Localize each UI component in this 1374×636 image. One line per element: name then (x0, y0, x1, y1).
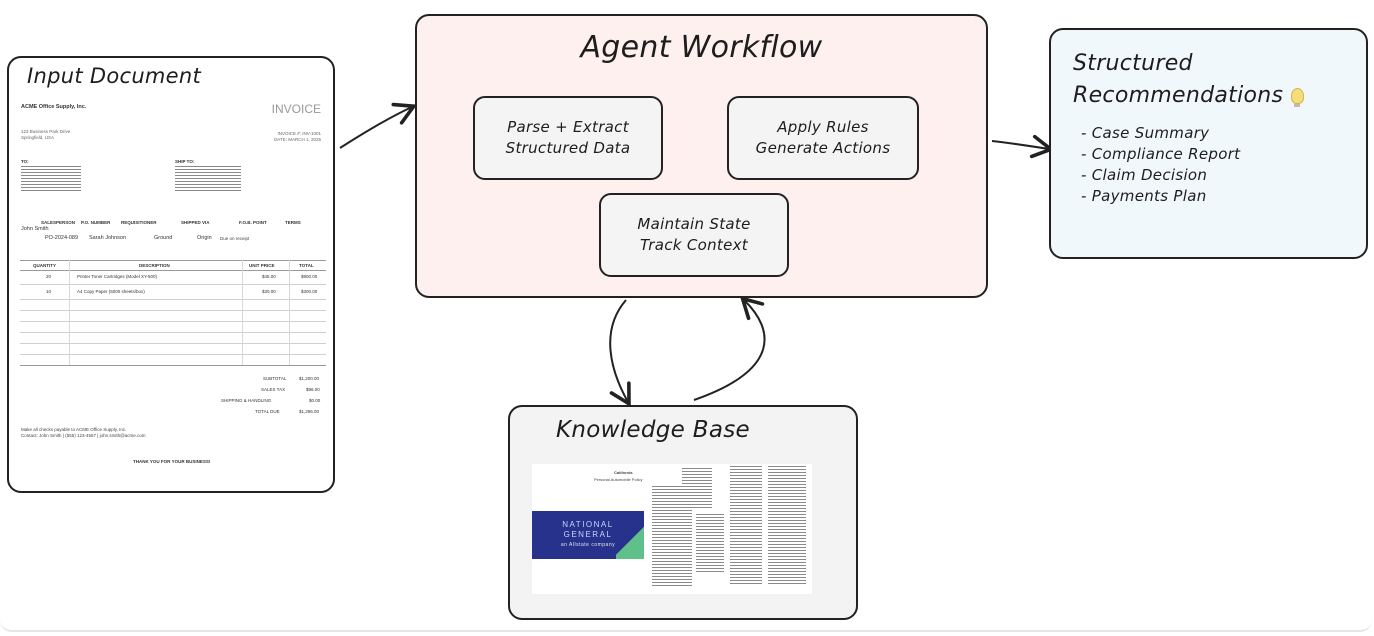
brand-line1: NATIONAL (562, 520, 614, 529)
line-1-total: $900.00 (301, 274, 318, 279)
meta-terms: Due on receipt (220, 236, 250, 241)
meta-salesperson: John Smith (21, 226, 49, 232)
step-apply-rules: Apply Rules Generate Actions (727, 96, 919, 180)
step-parse-extract: Parse + Extract Structured Data (473, 96, 663, 180)
input-document-title: Input Document (27, 64, 202, 88)
step-state-line2: Track Context (640, 236, 748, 254)
input-document-panel: Input Document ACME Office Supply, Inc. … (7, 56, 335, 493)
line-2-qty: 10 (46, 289, 52, 294)
step-parse-line1: Parse + Extract (507, 118, 629, 136)
policy-form-column-2 (682, 468, 712, 508)
total-value-tax: $96.00 (306, 387, 320, 392)
invoice-to-label: TO: (21, 159, 29, 164)
arrow-input-to-workflow (339, 102, 418, 149)
line-1-qty: 20 (46, 274, 52, 279)
knowledge-base-panel: Knowledge Base California Personal Autom… (508, 405, 858, 620)
policy-document-thumbnail: California Personal Automobile Policy NA… (532, 464, 812, 594)
national-general-logo: NATIONAL GENERAL an Allstate company (532, 511, 644, 559)
line-2-total: $300.00 (301, 289, 318, 294)
policy-form-column-3 (696, 514, 724, 574)
brand-sub: an Allstate company (560, 542, 616, 548)
recommendations-title-line1: Structured (1073, 51, 1193, 76)
recommendation-item: - Compliance Report (1081, 145, 1241, 163)
invoice-heading: INVOICE (271, 102, 321, 116)
meta-col-salesperson: SALESPERSON (41, 220, 76, 225)
invoice-city: Springfield, USA (21, 135, 55, 140)
invoice-footer-contact: Contact: John Smith | (555) 123-4567 | j… (21, 433, 146, 438)
arrow-workflow-to-kb (609, 299, 631, 407)
recommendations-panel: Structured Recommendations - Case Summar… (1049, 28, 1368, 259)
invoice-footer-note: Make all checks payable to ACME Office S… (21, 427, 127, 432)
step-maintain-state: Maintain State Track Context (599, 193, 789, 277)
recommendation-item: - Claim Decision (1081, 166, 1208, 184)
recommendation-item: - Payments Plan (1081, 187, 1207, 205)
meta-col-terms: TERMS (285, 220, 301, 225)
line-2-desc: A4 Copy Paper (5000 sheets/box) (77, 289, 145, 294)
total-label-subtotal: SUBTOTAL (263, 376, 287, 381)
invoice-address: 123 Business Park Drive (21, 129, 71, 134)
meta-col-requisitioner: REQUISITIONER (121, 220, 157, 225)
recommendations-title-line2: Recommendations (1073, 83, 1284, 108)
meta-col-fob: F.O.B. POINT (239, 220, 267, 225)
step-rules-line2: Generate Actions (755, 139, 891, 157)
brand-line2: GENERAL (563, 530, 613, 539)
invoice-ship-to-label: SHIP TO: (175, 159, 195, 164)
policy-subheading: Personal Automobile Policy (594, 477, 643, 482)
policy-text-column-2 (768, 466, 806, 586)
step-parse-line2: Structured Data (505, 139, 631, 157)
meta-shipped-via: Ground (154, 235, 173, 241)
line-col-desc: DESCRIPTION (139, 263, 170, 268)
line-1-desc: Printer Toner Cartridges (Model XY-500) (77, 274, 158, 279)
arrow-kb-to-workflow (693, 296, 766, 401)
invoice-thanks: THANK YOU FOR YOUR BUSINESS! (133, 459, 211, 464)
invoice-to-address (21, 166, 81, 192)
invoice-number: INVOICE #: INV-1001 (277, 131, 321, 136)
agent-workflow-title: Agent Workflow (580, 30, 823, 65)
agent-workflow-panel: Agent Workflow Parse + Extract Structure… (415, 14, 988, 298)
total-value-due: $1,296.00 (299, 409, 320, 414)
total-value-shipping: $0.00 (309, 398, 321, 403)
meta-po-number: PO-2024-089 (45, 235, 79, 241)
line-col-qty: QUANTITY (33, 263, 56, 268)
policy-text-column-1 (730, 466, 762, 586)
meta-fob-point: Origin (197, 235, 212, 241)
step-rules-line1: Apply Rules (777, 118, 869, 136)
total-value-subtotal: $1,200.00 (299, 376, 320, 381)
recommendation-item: - Case Summary (1081, 124, 1210, 142)
line-2-unit: $30.00 (262, 289, 276, 294)
total-label-tax: SALES TAX (261, 387, 286, 392)
meta-col-po: P.O. NUMBER (81, 220, 111, 225)
total-label-shipping: SHIPPING & HANDLING (221, 398, 272, 403)
invoice-date: DATE: MARCH 1, 2025 (274, 137, 321, 142)
line-col-unit: UNIT PRICE (249, 263, 275, 268)
lightbulb-icon (1291, 88, 1305, 107)
recommendations-list: - Case Summary - Compliance Report - Cla… (1081, 123, 1240, 207)
policy-heading: California (614, 470, 633, 475)
meta-col-shipped: SHIPPED VIA (181, 220, 210, 225)
recommendations-title: Structured Recommendations (1073, 48, 1305, 112)
arrow-workflow-to-recs (991, 134, 1055, 159)
total-label-due: TOTAL DUE (255, 409, 280, 414)
invoice-ship-to-address (175, 166, 241, 192)
meta-requisitioner: Sarah Johnson (89, 235, 126, 241)
line-1-unit: $45.00 (262, 274, 276, 279)
step-state-line1: Maintain State (637, 215, 751, 233)
knowledge-base-title: Knowledge Base (556, 417, 750, 443)
line-col-total: TOTAL (299, 263, 314, 268)
invoice-company: ACME Office Supply, Inc. (21, 104, 87, 110)
